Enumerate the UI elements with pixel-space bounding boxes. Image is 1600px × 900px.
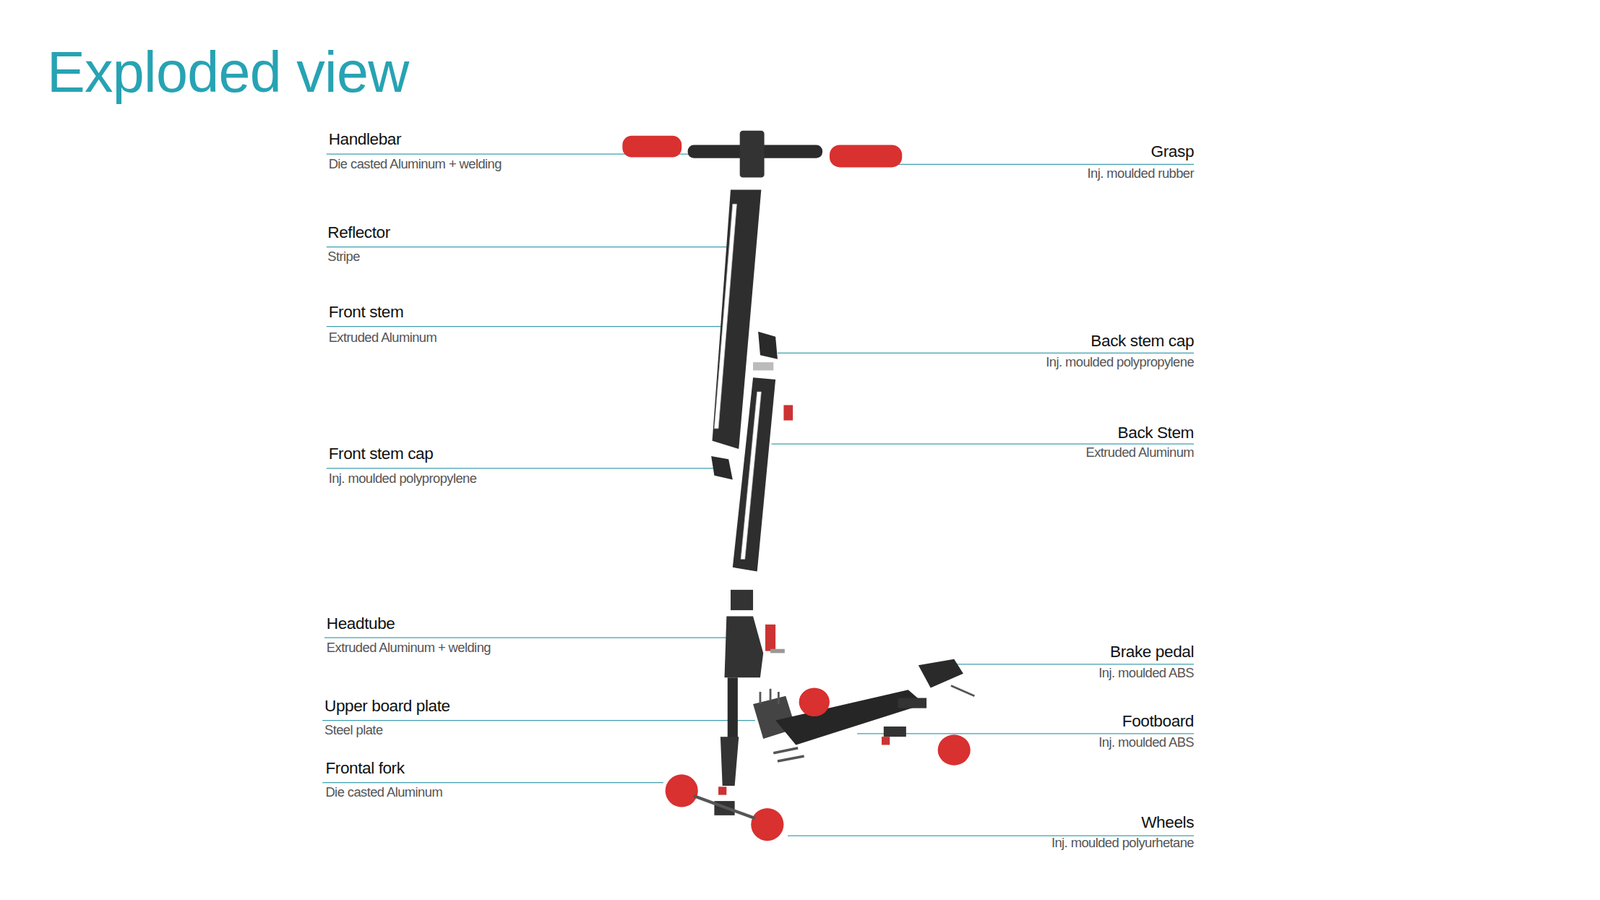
part-name: Back Stem — [1117, 423, 1194, 442]
material-note: Extruded Aluminum + welding — [326, 639, 491, 655]
material-note: Die casted Aluminum — [325, 784, 443, 800]
material-note: Stripe — [327, 249, 360, 265]
material-note: Inj. moulded rubber — [1087, 165, 1194, 181]
material-note: Extruded Aluminum — [328, 329, 438, 345]
part-name: Reflector — [327, 224, 391, 243]
material-note: Extruded Aluminum — [1085, 445, 1194, 461]
material-note: Inj. moulded ABS — [1098, 665, 1194, 681]
part-name: Grasp — [1151, 143, 1194, 162]
part-name: Upper board plate — [324, 697, 451, 716]
part-name: Wheels — [1141, 813, 1194, 832]
part-name: Front stem — [328, 303, 404, 322]
part-name: Back stem cap — [1090, 331, 1194, 350]
material-note: Inj. moulded polypropylene — [1045, 354, 1194, 370]
page-title: Exploded view — [46, 39, 410, 106]
part-name: Headtube — [326, 614, 396, 633]
material-note: Inj. moulded polypropylene — [328, 470, 477, 486]
material-note: Inj. moulded polyurhetane — [1051, 834, 1194, 850]
part-name: Brake pedal — [1110, 643, 1194, 662]
part-name: Handlebar — [328, 130, 402, 149]
part-name: Frontal fork — [325, 759, 404, 778]
part-name: Footboard — [1122, 712, 1194, 731]
material-note: Inj. moulded ABS — [1098, 734, 1194, 751]
material-note: Die casted Aluminum + welding — [328, 156, 502, 172]
part-name: Front stem cap — [328, 445, 434, 464]
material-note: Steel plate — [324, 722, 384, 738]
